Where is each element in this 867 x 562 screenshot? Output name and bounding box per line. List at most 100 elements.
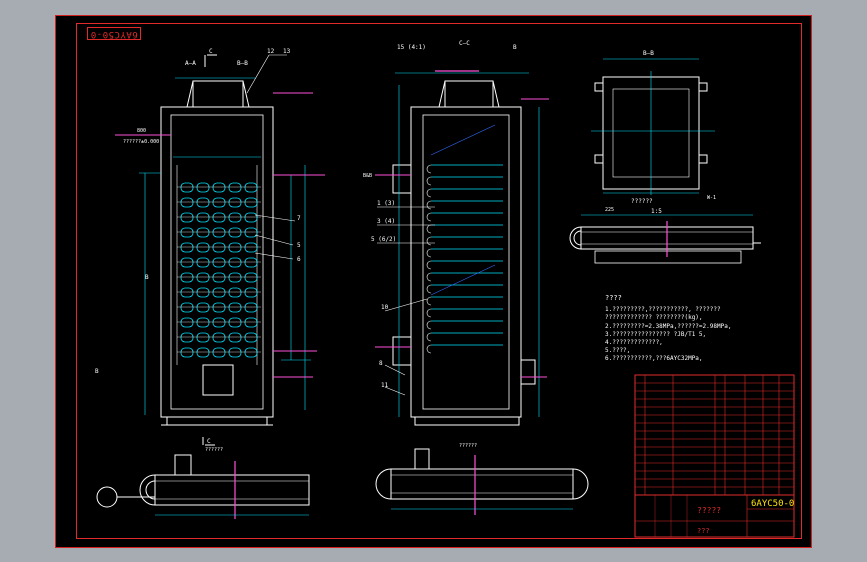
front-tube: [180, 332, 194, 343]
front-tube-bank: [177, 182, 261, 358]
side-tube-bend: [426, 308, 432, 318]
front-tube: [196, 242, 210, 253]
balloon-5: 5: [297, 242, 301, 249]
side-tube-bend: [426, 296, 432, 306]
title-drawing-number: 6AYC50-0: [751, 499, 794, 509]
side-leader-line: [430, 124, 496, 156]
front-tube: [212, 317, 226, 328]
balloon-8: 8: [379, 360, 383, 367]
front-tube: [244, 347, 258, 358]
coil-bottom-mid-label: ??????: [459, 443, 477, 449]
side-tube-bend: [426, 344, 432, 354]
drawing-inner-frame: [76, 23, 802, 539]
side-ref-label: B&B: [363, 173, 372, 179]
technical-notes: ???? 1.?????????,???????????, ??????? ??…: [605, 294, 731, 362]
front-tube: [212, 182, 226, 193]
front-tube: [228, 242, 242, 253]
front-tube: [180, 272, 194, 283]
coil-right-w: W-1: [707, 195, 716, 201]
front-tube: [228, 347, 242, 358]
front-tube: [196, 287, 210, 298]
front-tube: [244, 257, 258, 268]
front-tube: [244, 212, 258, 223]
side-view: C—C B 15 (4:1) B&B 1 (3) 3 (4) 5 (6/2) 1…: [363, 40, 549, 426]
parts-list-table: [634, 374, 795, 496]
front-tube: [196, 197, 210, 208]
front-tube: [212, 212, 226, 223]
front-view: A—A B—B C C 12 13 800 ??????±0.000 7 5 6…: [95, 48, 325, 446]
label-13: 13: [283, 48, 291, 55]
tag-c-top: C: [209, 48, 213, 55]
front-tube: [180, 347, 194, 358]
front-tube: [244, 182, 258, 193]
coil-bottom-left: ??????: [96, 447, 310, 519]
front-tube: [212, 287, 226, 298]
tag-c-bottom: C: [207, 438, 211, 445]
side-tube-bend: [426, 212, 432, 222]
front-tube: [196, 212, 210, 223]
coil-right-scale: 1:5: [651, 208, 662, 215]
front-tube: [244, 287, 258, 298]
detail-bb-title: B—B: [643, 50, 654, 57]
note-line-7: 6.???????????,???6AYC32MPa,: [605, 355, 703, 362]
side-tube-bend: [426, 188, 432, 198]
front-tube: [212, 242, 226, 253]
front-tube: [196, 317, 210, 328]
cad-drawing-canvas: A—A B—B C C 12 13 800 ??????±0.000 7 5 6…: [95, 40, 795, 538]
note-line-3: 2.?????????=2.38MPa,??????=2.98MPa,: [605, 323, 731, 330]
front-tube: [180, 227, 194, 238]
front-tube: [180, 197, 194, 208]
front-tube: [228, 257, 242, 268]
balloon-5-side: 5 (6/2): [371, 236, 396, 243]
front-tube: [180, 287, 194, 298]
side-tube-bend: [426, 164, 432, 174]
label-15: 15 (4:1): [397, 44, 426, 51]
side-leader-line: [430, 264, 496, 296]
parts-list-rows: [635, 382, 794, 488]
front-tube: [180, 242, 194, 253]
front-tube: [196, 257, 210, 268]
front-tube: [244, 227, 258, 238]
side-reference: ??????±0.000: [123, 139, 159, 145]
note-line-1: 1.?????????,???????????, ???????: [605, 306, 721, 313]
side-tube-bend: [426, 332, 432, 342]
notes-title: ????: [605, 294, 622, 302]
note-line-5: 4.?????????????,: [605, 339, 663, 346]
coil-right-title: ??????: [631, 198, 653, 205]
front-tube: [228, 302, 242, 313]
front-tube: [180, 302, 194, 313]
front-tube: [212, 302, 226, 313]
front-tube: [244, 302, 258, 313]
front-tube: [196, 182, 210, 193]
front-tube: [212, 257, 226, 268]
front-tube: [244, 197, 258, 208]
front-tube: [180, 212, 194, 223]
label-b-lower: B: [95, 368, 99, 375]
drawing-sheet: 6AYC50-0: [55, 15, 812, 548]
note-line-2: ????????????? ????????(kg),: [605, 314, 703, 321]
side-tube-bend: [426, 200, 432, 210]
title-block: 6AYC50-0 ????? ???: [634, 494, 795, 538]
side-tube-bend: [426, 248, 432, 258]
label-12: 12: [267, 48, 275, 55]
side-tube-bend: [426, 236, 432, 246]
note-line-6: 5.????,: [605, 347, 630, 354]
coil-bottom-middle: ??????: [375, 443, 589, 515]
side-tube-bend: [426, 176, 432, 186]
front-tube: [228, 197, 242, 208]
label-b-side: B: [513, 44, 517, 51]
front-tube: [228, 332, 242, 343]
front-tube: [196, 272, 210, 283]
note-line-4: 3.???????????????? ?JB/T1 5,: [605, 331, 706, 338]
balloon-6: 6: [297, 256, 301, 263]
side-tube-bend: [426, 260, 432, 270]
front-tube: [228, 287, 242, 298]
title-company: ???: [697, 527, 710, 535]
front-tube: [228, 227, 242, 238]
front-tube: [196, 227, 210, 238]
balloon-1: 1 (3): [377, 200, 395, 207]
side-tube-bend: [426, 224, 432, 234]
balloon-3: 3 (4): [377, 218, 395, 225]
front-tube: [244, 317, 258, 328]
front-tube: [212, 227, 226, 238]
